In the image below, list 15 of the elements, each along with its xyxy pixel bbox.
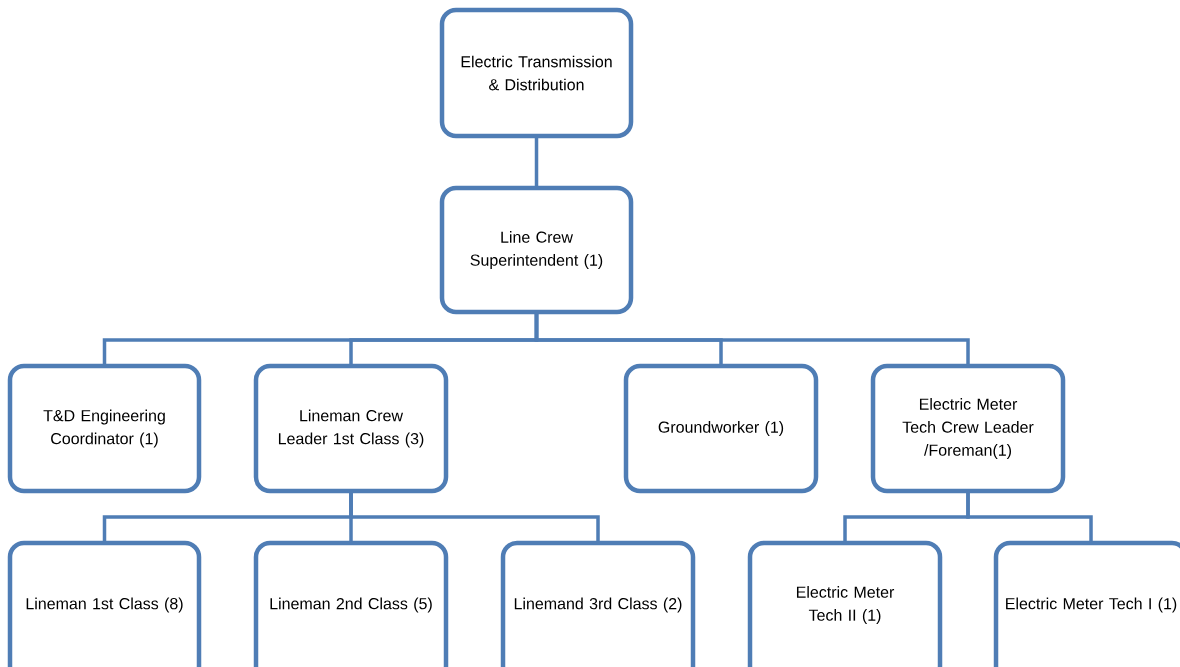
org-box: Linemand 3rd Class (2) — [500, 540, 696, 667]
connector-line — [534, 138, 539, 186]
org-box: Groundworker (1) — [623, 363, 819, 494]
org-box: Electric Transmission & Distribution — [439, 7, 634, 139]
org-box: Lineman Crew Leader 1st Class (3) — [253, 363, 449, 494]
connector-line — [534, 314, 970, 364]
org-box: Lineman 1st Class (8) — [7, 540, 202, 667]
org-box: Electric Meter Tech II (1) — [747, 540, 943, 667]
org-box: Lineman 2nd Class (5) — [253, 540, 449, 667]
connector-line — [349, 493, 600, 541]
connector-line — [966, 493, 1093, 541]
org-box: Electric Meter Tech I (1) — [993, 540, 1180, 667]
org-box: Line Crew Superintendent (1) — [439, 185, 634, 315]
org-box: Electric Meter Tech Crew Leader /Foreman(1) — [870, 363, 1066, 494]
org-box: T&D Engineering Coordinator (1) — [7, 363, 202, 494]
